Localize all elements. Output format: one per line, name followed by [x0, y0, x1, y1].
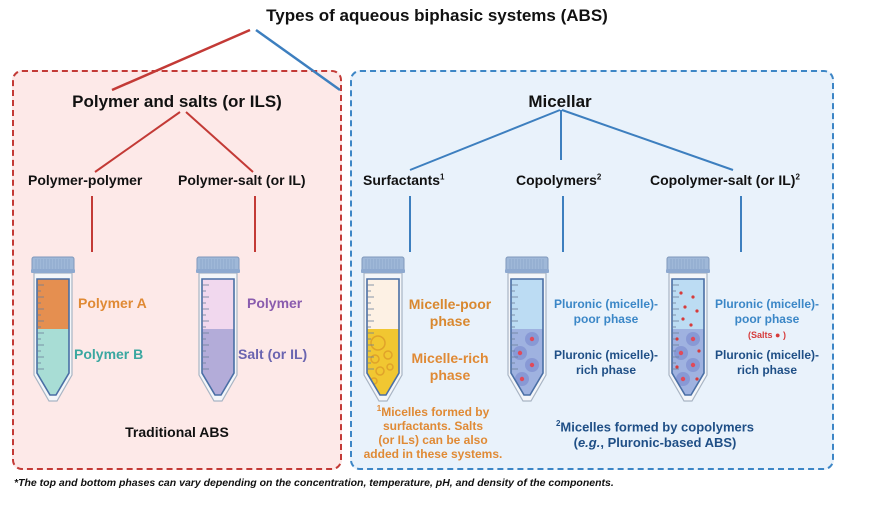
tube-cap: [196, 256, 240, 272]
copolymer-salt-poor-label: Pluronic (micelle)-poor phase: [714, 297, 820, 326]
micelle-core: [690, 362, 696, 368]
tube-cap: [505, 256, 549, 272]
tube-polymer-salt: [196, 256, 240, 402]
micellar-heading: Micellar: [528, 92, 592, 111]
surfactants-label: Surfactants1: [363, 172, 445, 188]
tube-inner-outline: [201, 278, 235, 396]
connector-root-to-micellar: [255, 28, 341, 92]
connector-root-to-polymer: [111, 28, 251, 92]
micelle-poor-label: Micelle-poor phase: [408, 296, 492, 329]
tube-surfactants: [361, 256, 405, 402]
tube-copolymer-salt: [666, 256, 710, 402]
cap-rim: [31, 269, 75, 273]
cap-rim: [196, 269, 240, 273]
micelle-core: [678, 350, 684, 356]
copolymer-salt-label: Copolymer-salt (or IL)2: [650, 172, 800, 188]
connector-polymer-to-ps: [185, 111, 254, 173]
surfactants-footnote: 1Micelles formed by surfactants. Salts (…: [363, 404, 503, 461]
traditional-abs-caption: Traditional ABS: [125, 424, 229, 440]
connector-micellar-to-surfactants: [409, 109, 561, 171]
connector-polymer-to-pp: [94, 111, 181, 173]
copolymer-rich-label: Pluronic (micelle)-rich phase: [553, 348, 659, 377]
tube-inner-outline: [671, 278, 705, 396]
tube-cap: [666, 256, 710, 272]
copolymer-salt-rich-label: Pluronic (micelle)-rich phase: [714, 348, 820, 377]
cap-rim: [505, 269, 549, 273]
micelle-rich-label: Micelle-rich phase: [411, 350, 489, 383]
salt-particle: [681, 317, 685, 321]
polymer-label: Polymer: [247, 295, 303, 311]
polymer-polymer-label: Polymer-polymer: [28, 172, 143, 188]
copolymers-label: Copolymers2: [516, 172, 602, 188]
tube-cap: [361, 256, 405, 272]
micellar-panel: [350, 70, 834, 470]
micelle-core: [529, 336, 535, 342]
tube-copolymers: [505, 256, 549, 402]
polymer-salts-heading: Polymer and salts (or ILS): [72, 92, 282, 111]
micelle-core: [680, 376, 686, 382]
salt-or-il-label: Salt (or IL): [238, 346, 308, 362]
diagram-title: Types of aqueous biphasic systems (ABS): [266, 6, 608, 25]
salt-particle: [675, 337, 679, 341]
salt-particle: [691, 295, 695, 299]
tube-cap: [31, 256, 75, 272]
cap-rim: [361, 269, 405, 273]
polymer-b-label: Polymer B: [74, 346, 144, 362]
tube-inner-outline: [36, 278, 70, 396]
tube-polymer-polymer: [31, 256, 75, 402]
polymer-salt-label: Polymer-salt (or IL): [178, 172, 306, 188]
salt-particle: [679, 291, 683, 295]
salts-legend: (Salts ● ): [748, 330, 786, 340]
connector-micellar-to-copolymer-salt: [561, 109, 734, 171]
copolymer-poor-label: Pluronic (micelle)-poor phase: [553, 297, 659, 326]
micelle-bubble: [375, 366, 385, 376]
tube-inner-outline: [366, 278, 400, 396]
micelle-core: [529, 362, 535, 368]
micelle-bubble: [383, 350, 393, 360]
micelle-core: [690, 336, 696, 342]
copolymers-footnote: 2Micelles formed by copolymers (e.g., Pl…: [555, 419, 755, 451]
tube-inner-outline: [510, 278, 544, 396]
micelle-core: [519, 376, 525, 382]
salt-particle: [689, 323, 693, 327]
micelle-core: [517, 350, 523, 356]
micelle-bubble: [386, 363, 394, 371]
salt-particle: [675, 365, 679, 369]
micelle-bubble: [370, 354, 380, 364]
micelle-bubble: [370, 335, 386, 351]
salt-particle: [697, 349, 701, 353]
salt-particle: [695, 377, 699, 381]
salt-particle: [683, 305, 687, 309]
polymer-a-label: Polymer A: [78, 295, 147, 311]
footer-note: *The top and bottom phases can vary depe…: [14, 477, 614, 489]
salt-particle: [695, 309, 699, 313]
cap-rim: [666, 269, 710, 273]
